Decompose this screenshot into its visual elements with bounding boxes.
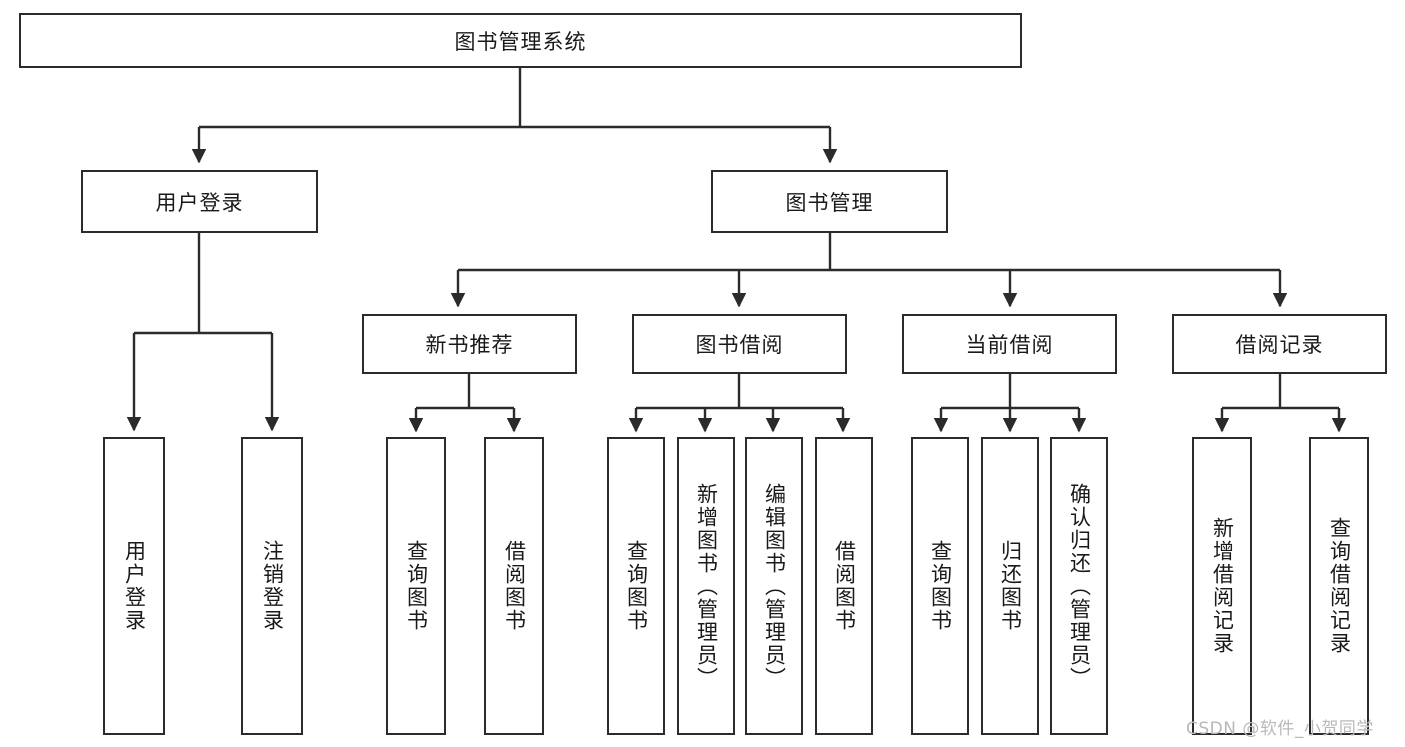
node-leaf-add-borrow-record-label: 新增借阅记录 — [1210, 517, 1235, 655]
node-leaf-query-borrow-record-label: 查询借阅记录 — [1327, 517, 1352, 655]
node-leaf-query-book-borrow[interactable]: 查询图书 — [607, 437, 665, 735]
node-current-borrow[interactable]: 当前借阅 — [902, 314, 1117, 374]
node-book-borrow[interactable]: 图书借阅 — [632, 314, 847, 374]
node-leaf-add-book[interactable]: 新增图书（管理员） — [677, 437, 735, 735]
node-leaf-return-book[interactable]: 归还图书 — [981, 437, 1039, 735]
node-borrow-record[interactable]: 借阅记录 — [1172, 314, 1387, 374]
node-leaf-query-book-current[interactable]: 查询图书 — [911, 437, 969, 735]
node-leaf-logout-label: 注销登录 — [260, 540, 285, 632]
node-leaf-query-borrow-record[interactable]: 查询借阅记录 — [1309, 437, 1369, 735]
node-leaf-query-book-borrow-label: 查询图书 — [624, 540, 649, 632]
node-leaf-user-login[interactable]: 用户登录 — [103, 437, 165, 735]
node-leaf-logout[interactable]: 注销登录 — [241, 437, 303, 735]
node-leaf-query-book-recommend[interactable]: 查询图书 — [386, 437, 446, 735]
node-leaf-add-borrow-record[interactable]: 新增借阅记录 — [1192, 437, 1252, 735]
node-leaf-borrow-book[interactable]: 借阅图书 — [815, 437, 873, 735]
node-leaf-query-book-recommend-label: 查询图书 — [404, 540, 429, 632]
node-root-library-system[interactable]: 图书管理系统 — [19, 13, 1022, 68]
node-leaf-add-book-label: 新增图书（管理员） — [694, 482, 719, 690]
node-leaf-return-book-label: 归还图书 — [998, 540, 1023, 632]
node-leaf-user-login-label: 用户登录 — [122, 540, 147, 632]
node-new-book-recommend[interactable]: 新书推荐 — [362, 314, 577, 374]
csdn-watermark: CSDN @软件_小贺同学 — [1186, 719, 1374, 739]
node-leaf-confirm-return-label: 确认归还（管理员） — [1067, 482, 1092, 690]
node-book-management[interactable]: 图书管理 — [711, 170, 948, 233]
node-leaf-confirm-return[interactable]: 确认归还（管理员） — [1050, 437, 1108, 735]
node-leaf-edit-book-label: 编辑图书（管理员） — [762, 482, 787, 690]
node-user-login[interactable]: 用户登录 — [81, 170, 318, 233]
node-leaf-query-book-current-label: 查询图书 — [928, 540, 953, 632]
node-leaf-borrow-book-label: 借阅图书 — [832, 540, 857, 632]
node-leaf-borrow-book-recommend[interactable]: 借阅图书 — [484, 437, 544, 735]
node-leaf-borrow-book-recommend-label: 借阅图书 — [502, 540, 527, 632]
node-leaf-edit-book[interactable]: 编辑图书（管理员） — [745, 437, 803, 735]
